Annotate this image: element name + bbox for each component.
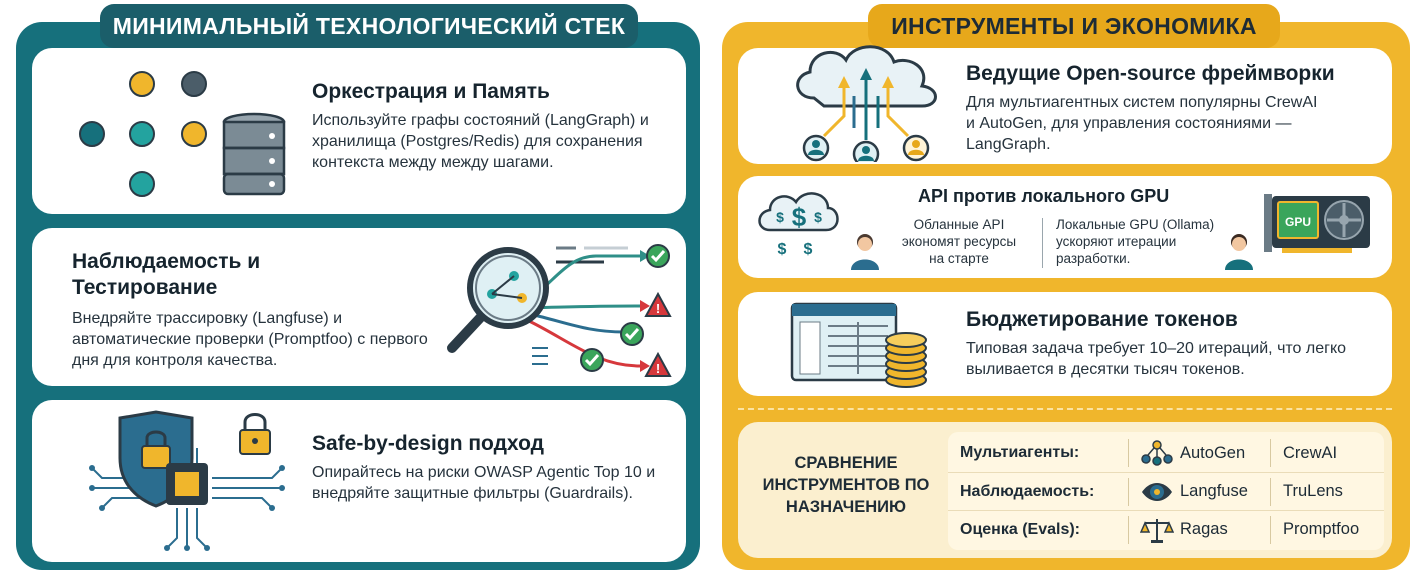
token-budget-text: Типовая задача требует 10–20 итераций, ч…: [966, 340, 1347, 378]
tool-secondary: CrewAI: [1283, 443, 1338, 462]
safe-by-design-title: Safe-by-design подход: [312, 432, 544, 455]
observability-card: Наблюдаемость и Тестирование Внедряйте т…: [32, 228, 686, 386]
tool-secondary: Promptfoo: [1283, 520, 1360, 538]
right-panel: ИНСТРУМЕНТЫ И ЭКОНОМИКА Ведущие Open-sou…: [722, 4, 1410, 570]
column-divider: [1270, 515, 1271, 544]
agents-network-icon: [1141, 440, 1173, 466]
tool-primary: Ragas: [1180, 520, 1228, 538]
left-panel: МИНИМАЛЬНЫЙ ТЕХНОЛОГИЧЕСКИЙ СТЕК Оркестр…: [16, 4, 700, 570]
tool-secondary: TruLens: [1283, 482, 1343, 500]
column-divider: [1128, 439, 1129, 467]
orchestration-text: Используйте графы состояний (LangGraph) …: [312, 112, 649, 171]
row-category: Наблюдаемость:: [960, 482, 1095, 500]
observability-title-line2: Тестирование: [72, 276, 218, 299]
frameworks-title: Ведущие Open-source фреймворки: [966, 62, 1335, 85]
comparison-table: Мультиагенты: AutoGen CrewAI Наблюдаемос…: [948, 432, 1384, 550]
api-vs-gpu-card: $ $ $ $ $ API против локального GPU Обла…: [738, 176, 1392, 278]
table-row: Оценка (Evals): Ragas Promptfoo: [948, 510, 1384, 548]
orchestration-card: Оркестрация и Память Используйте графы с…: [32, 48, 686, 214]
tools-comparison-card: СРАВНЕНИЕ ИНСТРУМЕНТОВ ПО НАЗНАЧЕНИЮ Мул…: [738, 422, 1392, 558]
column-divider: [1270, 477, 1271, 506]
token-budget-card: Бюджетирование токенов Типовая задача тр…: [738, 292, 1392, 396]
eye-icon: [1142, 483, 1172, 501]
svg-text:$: $: [814, 209, 822, 225]
orchestration-title: Оркестрация и Память: [312, 80, 550, 103]
user-icon: [851, 234, 879, 270]
tool-primary: Langfuse: [1180, 482, 1248, 500]
section-divider: [738, 408, 1392, 410]
api-vs-gpu-title: API против локального GPU: [918, 186, 1170, 206]
frameworks-text: Для мультиагентных систем популярны Crew…: [966, 94, 1318, 153]
dashboard-coins-icon: [790, 302, 927, 388]
api-gpu-separator: [1042, 218, 1043, 268]
scales-icon: [1140, 519, 1174, 543]
row-category: Оценка (Evals):: [960, 520, 1080, 538]
gpu-card-icon: GPU: [1264, 194, 1370, 253]
svg-text:$: $: [804, 241, 813, 258]
local-gpu-text: Локальные GPU (Ollama) ускоряют итерации…: [1056, 217, 1215, 266]
cloud-api-text: Обланные API экономят ресурсы на старте: [901, 217, 1017, 266]
observability-title-line1: Наблюдаемость и: [72, 250, 261, 273]
column-divider: [1128, 477, 1129, 506]
left-panel-title: МИНИМАЛЬНЫЙ ТЕХНОЛОГИЧЕСКИЙ СТЕК: [100, 4, 638, 48]
token-budget-title: Бюджетирование токенов: [966, 308, 1238, 331]
user-icon: [1225, 234, 1253, 270]
table-row: Наблюдаемость: Langfuse TruLens: [948, 472, 1384, 510]
column-divider: [1128, 515, 1129, 544]
observability-text: Внедряйте трассировку (Langfuse) и автом…: [72, 310, 428, 369]
graph-database-icon: [79, 71, 286, 197]
safe-by-design-text: Опирайтесь на риски OWASP Agentic Top 10…: [312, 464, 656, 502]
svg-text:!: !: [656, 301, 660, 316]
column-divider: [1270, 439, 1271, 467]
row-category: Мультиагенты:: [960, 444, 1080, 461]
cloud-dollar-icon: $ $ $ $ $: [758, 192, 839, 258]
svg-text:!: !: [656, 361, 660, 376]
cloud-agents-icon: [796, 45, 937, 162]
svg-text:$: $: [776, 209, 784, 225]
svg-text:$: $: [778, 241, 787, 258]
shield-chip-lock-icon: [89, 410, 285, 551]
right-panel-title: ИНСТРУМЕНТЫ И ЭКОНОМИКА: [868, 4, 1280, 48]
magnifier-trace-icon: ! !: [447, 244, 672, 377]
comparison-label: СРАВНЕНИЕ ИНСТРУМЕНТОВ ПО НАЗНАЧЕНИЮ: [762, 454, 930, 516]
svg-text:$: $: [792, 202, 807, 232]
safe-by-design-card: Safe-by-design подход Опирайтесь на риск…: [32, 400, 686, 562]
frameworks-card: Ведущие Open-source фреймворки Для мульт…: [738, 45, 1392, 164]
gpu-label: GPU: [1285, 215, 1311, 229]
table-row: Мультиагенты: AutoGen CrewAI: [948, 434, 1384, 472]
tool-primary: AutoGen: [1180, 443, 1246, 462]
